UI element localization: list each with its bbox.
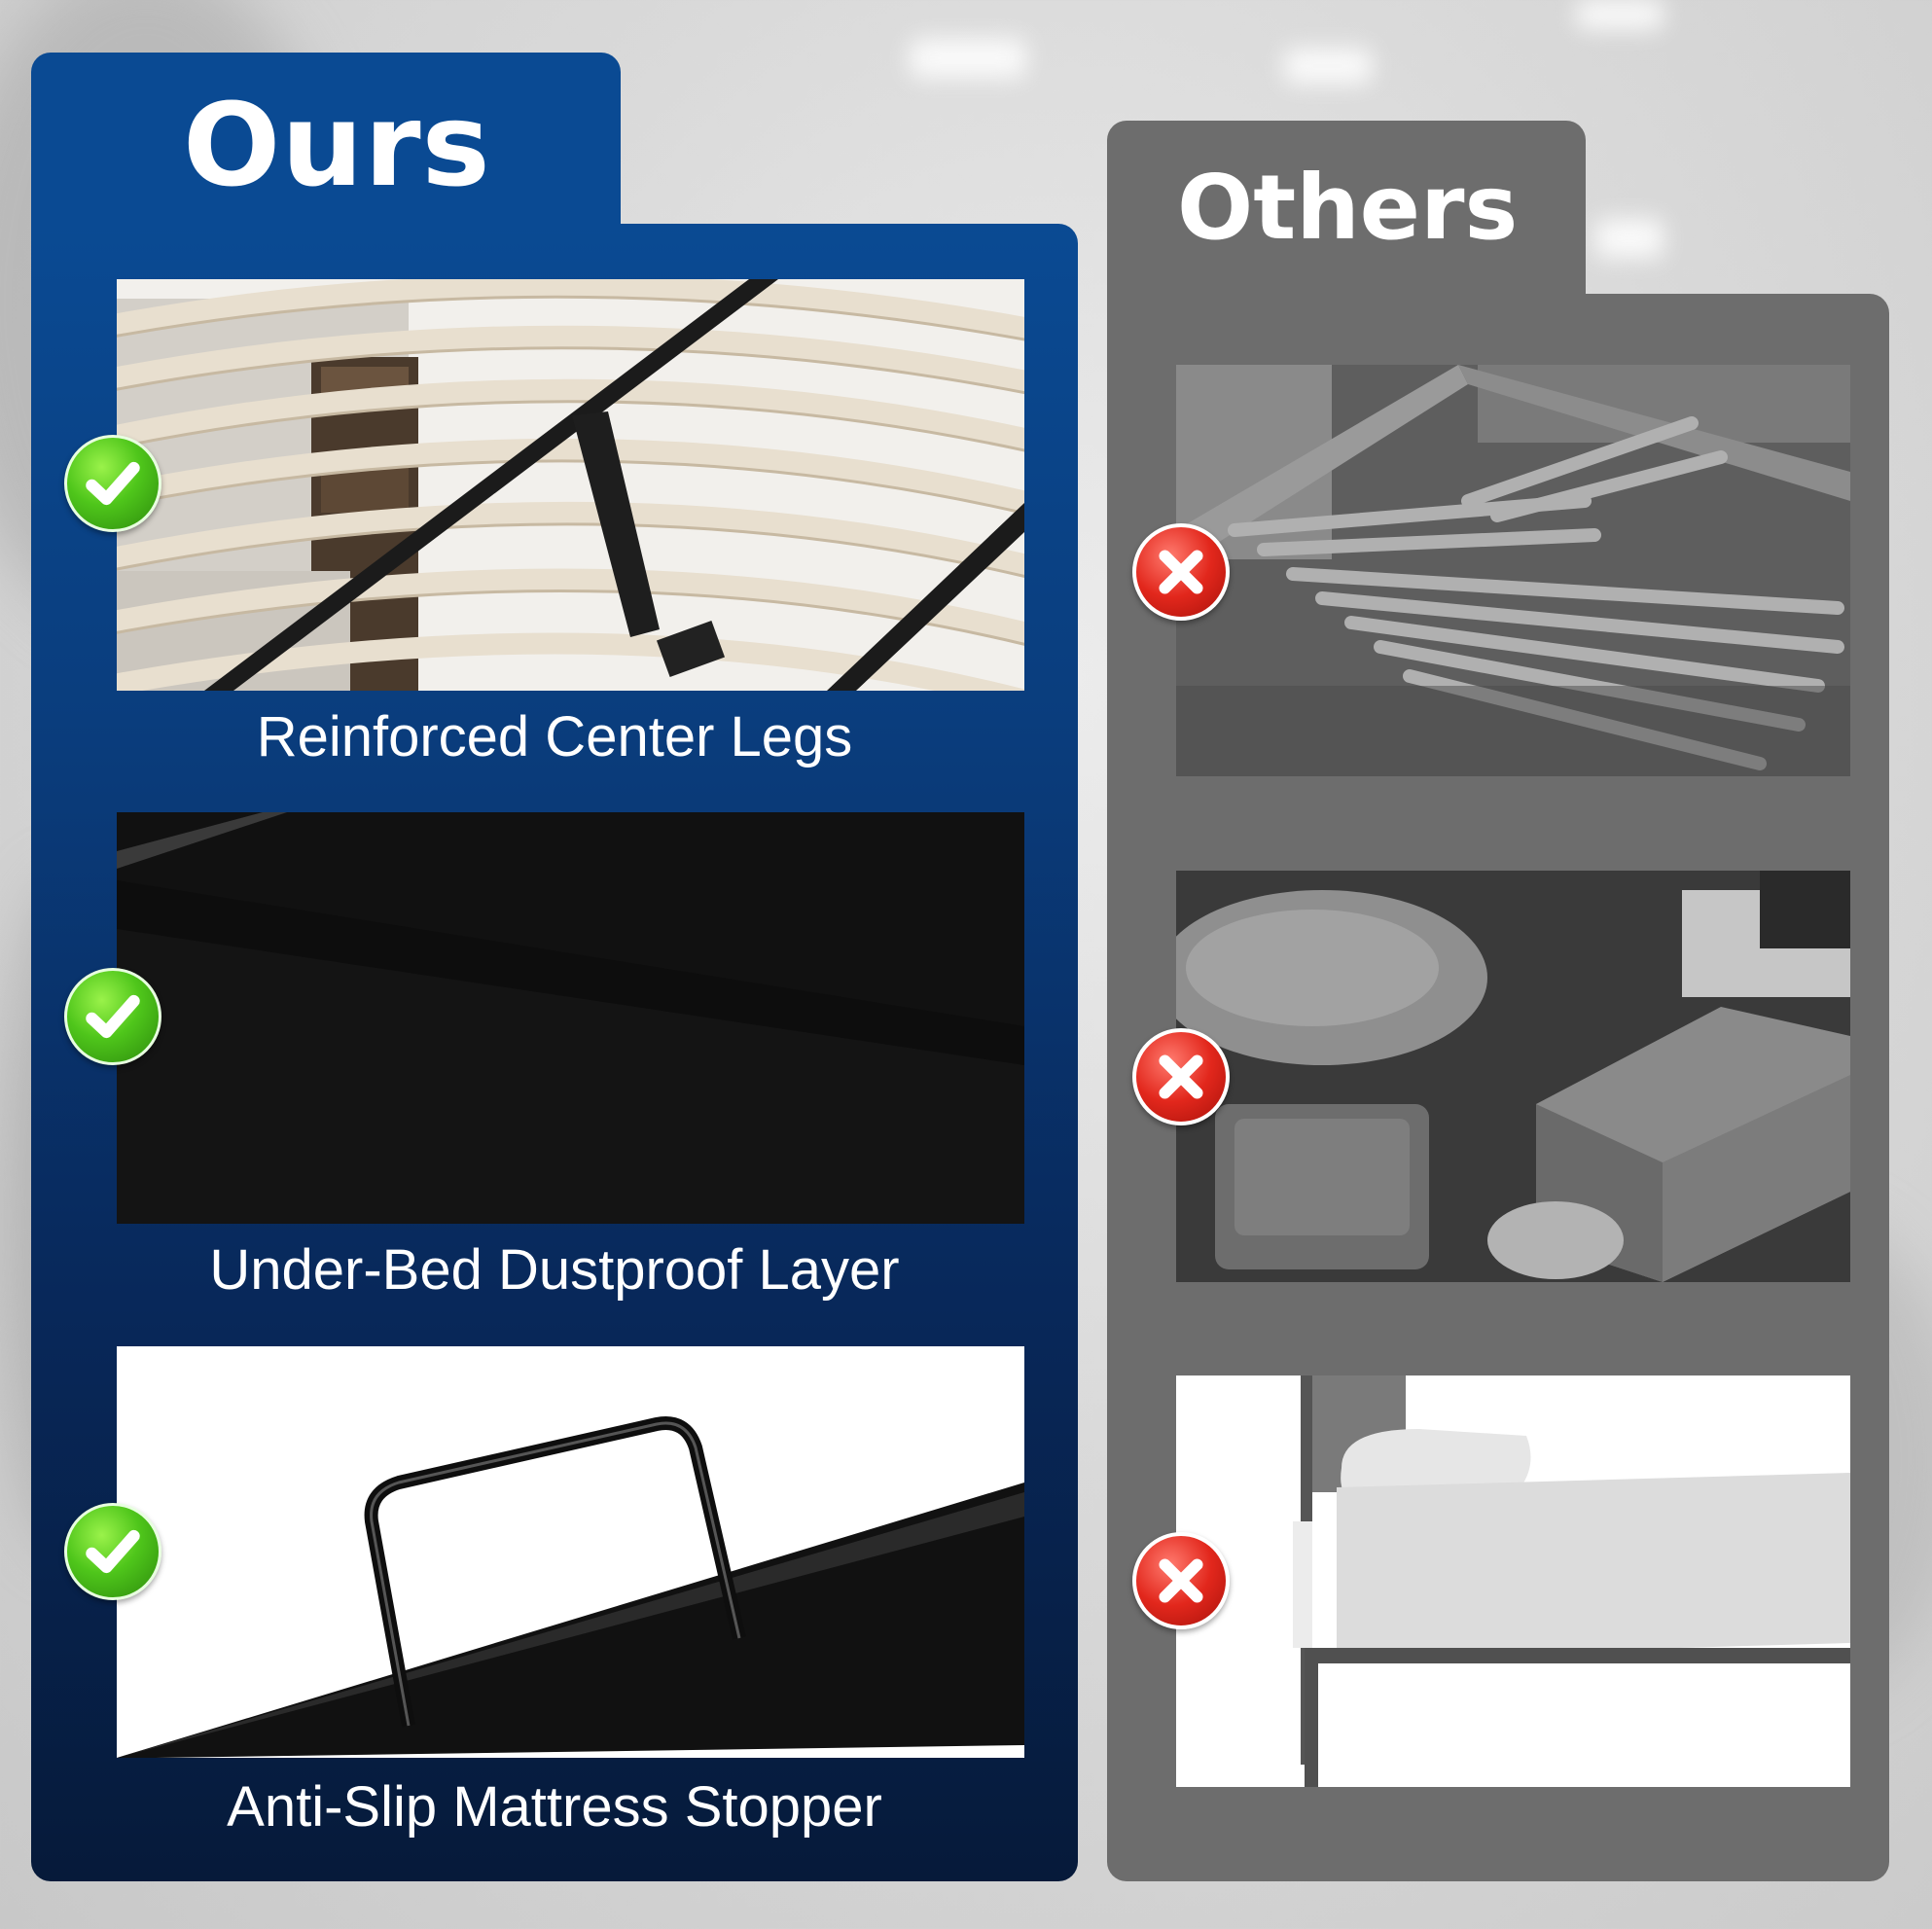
broken-slats-image [1176,365,1850,776]
ours-title: Ours [183,78,491,212]
cross-icon [1132,1532,1230,1629]
feature-caption-mattress-stopper: Anti-Slip Mattress Stopper [227,1775,882,1839]
others-title: Others [1177,156,1519,260]
cross-icon [1132,523,1230,621]
feature-caption-dustproof-layer: Under-Bed Dustproof Layer [209,1238,900,1302]
bed-side-view-image [1176,1375,1850,1787]
dusty-storage-image [1176,871,1850,1282]
mattress-stopper-image [117,1346,1024,1758]
check-icon [64,968,161,1065]
dustproof-layer-image [117,812,1024,1224]
reinforced-center-legs-image [117,279,1024,691]
feature-caption-reinforced-legs: Reinforced Center Legs [256,705,853,768]
cross-icon [1132,1028,1230,1125]
check-icon [64,1503,161,1600]
check-icon [64,435,161,532]
